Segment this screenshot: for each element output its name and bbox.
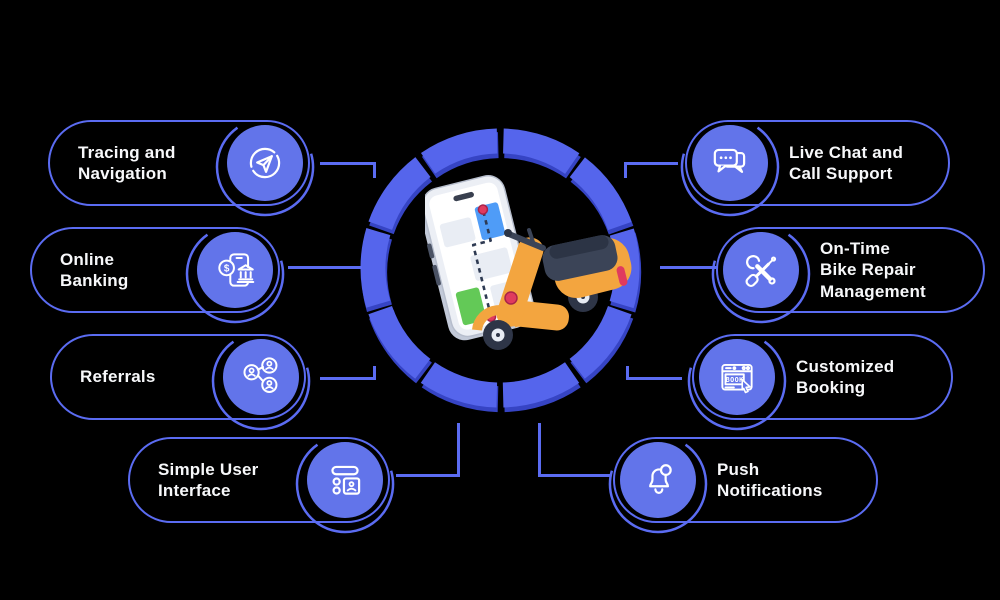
connector-line [373,366,376,380]
feature-label-line: Management [820,281,926,301]
feature-label: Simple User Interface [158,459,258,502]
feature-pill-live-chat-call-support: Live Chat and Call Support [680,117,950,217]
connector-line [320,162,376,165]
phone-map-scooter-illustration [425,175,632,350]
feature-label-line: Push Notifications [717,459,823,501]
feature-pill-tracing-navigation: Tracing and Navigation [48,117,315,217]
connector-line [626,377,682,380]
feature-label: Live Chat and Call Support [789,142,903,185]
svg-text:$: $ [224,263,230,274]
chat-bubbles-icon [680,117,780,217]
connector-line [660,266,718,269]
feature-pill-simple-user-interface: Simple User Interface [128,434,395,534]
user-interface-icon [295,434,395,534]
notification-bell-icon [608,434,708,534]
feature-label-line: Interface [158,481,231,500]
repair-tools-icon [711,224,811,324]
booking-window-icon: BOOK [687,331,787,431]
connector-line [626,366,629,380]
feature-pill-bike-repair-management: On-Time Bike Repair Management [711,224,985,324]
feature-pill-push-notifications: Push Notifications [608,434,878,534]
feature-label-line: Live Chat and [789,142,904,162]
connector-line [538,423,541,477]
connector-line [373,162,376,178]
feature-pill-customized-booking: BOOK Customized Booking [687,331,953,431]
connector-line [288,266,362,269]
navigation-send-icon [215,117,315,217]
scooter-illustration [472,228,632,350]
feature-label: Referrals [80,366,156,388]
feature-label-line: Referrals [80,367,156,387]
feature-label-line: Bike Repair [820,260,916,280]
feature-pill-online-banking: Online Banking $ [30,224,285,324]
mobile-banking-icon: $ [185,224,285,324]
feature-pill-referrals: Referrals [50,331,311,431]
connector-line [541,474,611,477]
feature-label: Tracing and Navigation [78,142,176,185]
connector-line [624,162,627,178]
feature-label-line: Online Banking [60,249,129,291]
svg-text:BOOK: BOOK [726,376,745,384]
connector-line [624,162,678,165]
connector-line [396,474,460,477]
feature-label-line: Booking [796,378,866,397]
feature-label-line: On-Time [820,238,891,258]
feature-label: Customized Booking [796,356,894,399]
feature-label-line: Customized [796,356,895,376]
feature-label: Push Notifications [717,459,862,502]
feature-label-line: Navigation [78,164,167,183]
phone-illustration [425,175,535,341]
feature-label: On-Time Bike Repair Management [820,238,926,303]
connector-line [457,423,460,477]
referral-network-icon [211,331,311,431]
feature-label: Online Banking [60,249,178,292]
connector-line [320,377,376,380]
feature-label-line: Simple User [158,459,259,479]
feature-label-line: Call Support [789,164,893,183]
feature-label-line: Tracing and [78,142,176,162]
